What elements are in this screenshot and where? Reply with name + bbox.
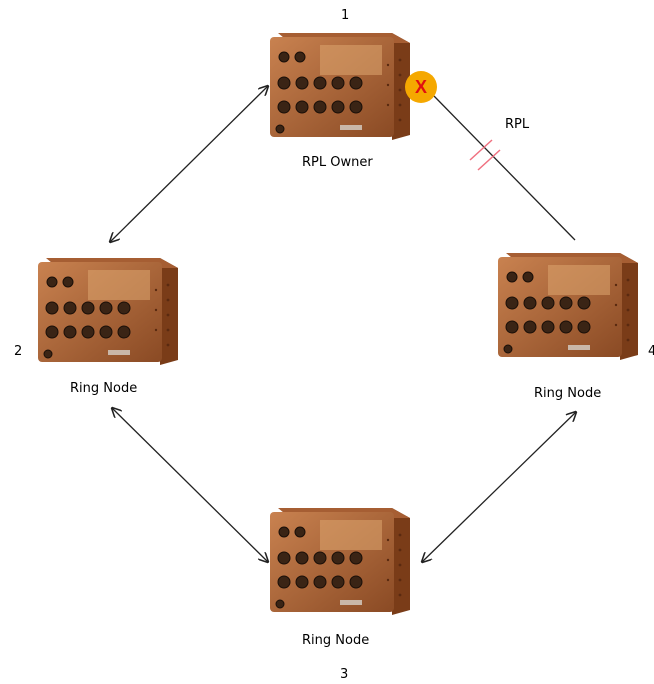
- switch-node-3: [269, 507, 411, 616]
- node-2-number: 2: [14, 344, 23, 359]
- rpl-label: RPL: [505, 117, 530, 132]
- switch-node-1: [269, 32, 411, 141]
- rpl-link: [433, 95, 576, 241]
- link-3-4: [422, 412, 576, 562]
- node-2-label: Ring Node: [70, 381, 138, 396]
- node-4-number: 4: [648, 344, 654, 359]
- rpl-break-mark-1: [469, 139, 493, 161]
- switch-node-4: [497, 252, 639, 361]
- node-1-number: 1: [341, 8, 350, 23]
- node-3-number: 3: [340, 667, 349, 682]
- rpl-break-mark-2: [477, 149, 501, 171]
- node-3-label: Ring Node: [302, 633, 370, 648]
- blocked-port-x-icon: X: [414, 76, 427, 97]
- blocked-port-marker: X: [405, 71, 437, 103]
- node-1-label: RPL Owner: [302, 155, 373, 170]
- link-2-3: [112, 408, 268, 562]
- switch-node-2: [37, 257, 179, 366]
- node-4-label: Ring Node: [534, 386, 602, 401]
- link-1-2: [110, 86, 268, 242]
